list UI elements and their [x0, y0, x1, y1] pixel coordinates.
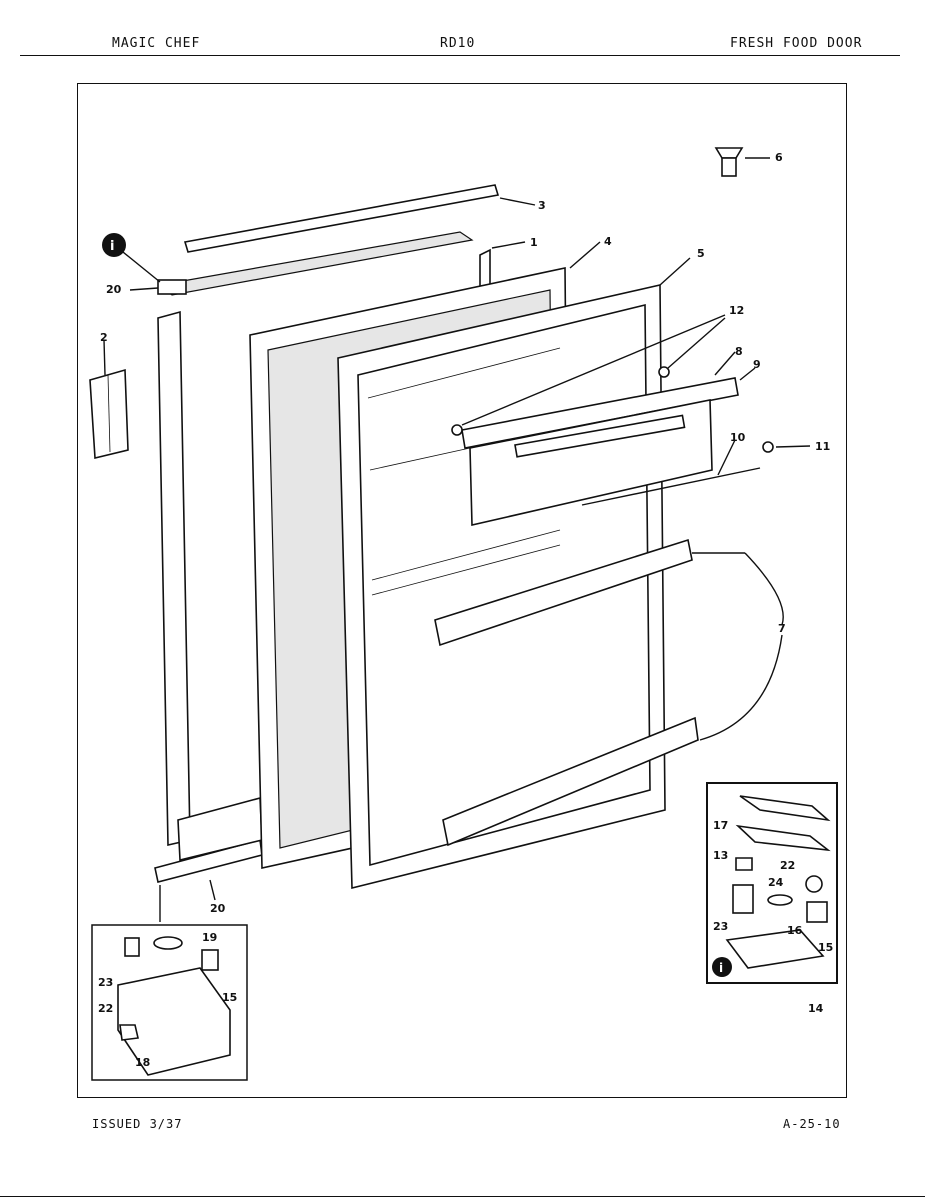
svg-text:i: i — [110, 239, 114, 254]
inset-right-17: 17 — [713, 819, 728, 832]
inset-right-16: 16 — [787, 924, 803, 937]
callout-1: 1 — [530, 236, 538, 249]
inset-right: i — [706, 782, 838, 984]
header-rule — [20, 55, 900, 56]
footer-code: A-25-10 — [783, 1117, 841, 1131]
inset-left-18: 18 — [135, 1056, 150, 1069]
inset-left — [91, 924, 248, 1081]
inset-left-22: 22 — [98, 1002, 113, 1015]
info-marker-top: i — [102, 233, 126, 257]
inset-left-15: 15 — [222, 991, 237, 1004]
callout-3: 3 — [538, 199, 546, 212]
callout-9: 9 — [753, 358, 761, 371]
inset-right-15: 15 — [818, 941, 833, 954]
part-2-bracket — [89, 368, 129, 460]
inset-right-14: 14 — [808, 1002, 824, 1015]
svg-text:i: i — [719, 961, 723, 975]
inset-left-23: 23 — [98, 976, 113, 989]
part-6-plug — [714, 147, 744, 177]
part-11-screw — [762, 441, 774, 453]
diagram-frame — [77, 83, 847, 1098]
callout-4: 4 — [604, 235, 612, 248]
part-20-bottom-bar — [154, 796, 263, 883]
inset-right-23: 23 — [713, 920, 728, 933]
callout-11: 11 — [815, 440, 830, 453]
part-12-pins — [451, 366, 670, 436]
part-20-hinge-top — [157, 279, 187, 295]
callout-20: 20 — [106, 283, 122, 296]
callout-8: 8 — [735, 345, 743, 358]
callout-7: 7 — [778, 622, 786, 635]
part-10-rod — [581, 467, 761, 506]
leader-lines — [103, 157, 811, 922]
callout-10: 10 — [730, 431, 746, 444]
callout-12: 12 — [729, 304, 744, 317]
header-brand: MAGIC CHEF — [112, 36, 201, 51]
footer-issued: ISSUED 3/37 — [92, 1117, 183, 1131]
callout-labels: 3 1 4 5 6 12 8 9 10 11 7 2 20 20 19 23 1… — [98, 151, 833, 1069]
callout-6: 6 — [775, 151, 783, 164]
inset-right-22: 22 — [780, 859, 795, 872]
header-model: RD10 — [440, 36, 476, 51]
part-3-top-strip — [183, 184, 500, 253]
callout-5: 5 — [697, 247, 705, 260]
callout-20-bottom: 20 — [210, 902, 226, 915]
part-7-shelves — [434, 538, 699, 847]
gasket-left-strip — [157, 310, 191, 846]
inset-right-24: 24 — [768, 876, 784, 889]
part-9-upper-shelf — [461, 377, 739, 526]
callout-2: 2 — [100, 331, 108, 344]
bottom-rule — [0, 1196, 925, 1197]
inset-left-19: 19 — [202, 931, 217, 944]
header-section: FRESH FOOD DOOR — [730, 36, 863, 51]
inset-right-13: 13 — [713, 849, 728, 862]
